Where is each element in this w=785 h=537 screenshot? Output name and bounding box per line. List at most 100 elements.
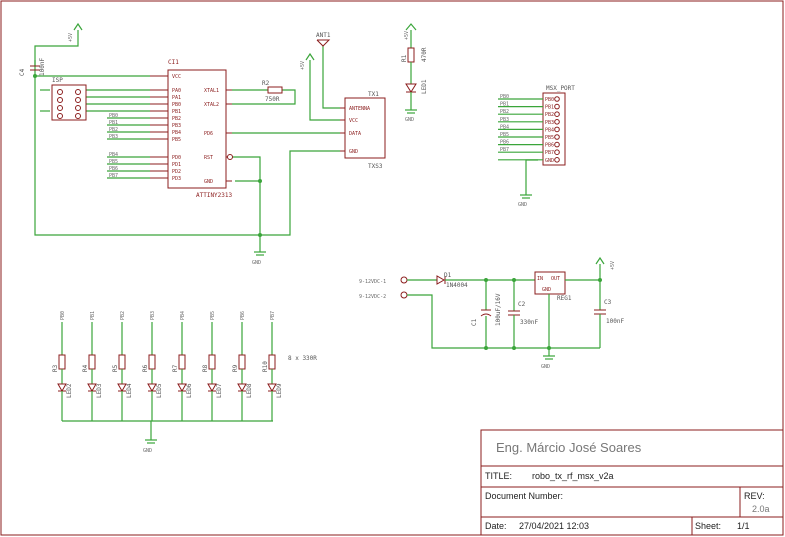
ic1-pin-label: PB3	[172, 123, 181, 129]
input-terminal-2	[400, 291, 408, 299]
gnd-symbol-leds: GND	[62, 420, 273, 454]
msx-net-label: PB2	[500, 109, 509, 115]
ic-attiny2313: CI1 ATTINY2313 VCCPA0PA1PB0PB1PB2PB3PB4P…	[150, 59, 233, 199]
led-net-label: PB3	[150, 311, 156, 320]
led-net-label: PB0	[60, 311, 66, 320]
msx-pin-circle	[554, 126, 560, 133]
mcu-net-label: PB6	[109, 166, 118, 172]
led-resistor	[118, 354, 126, 370]
regulator-7805	[534, 271, 566, 295]
svg-text:REG1: REG1	[557, 295, 572, 302]
svg-text:C3: C3	[604, 299, 612, 306]
sheet-label: Sheet:	[695, 521, 721, 531]
antenna-ant1: ANT1	[316, 32, 331, 47]
led-icon	[57, 383, 67, 393]
mcu-net-label: PB3	[109, 134, 118, 140]
led-resistor	[88, 354, 96, 370]
ic1-pin-label: XTAL1	[204, 88, 219, 94]
led-label: LED2	[66, 383, 73, 398]
svg-text:TXS3: TXS3	[368, 163, 383, 170]
led-resistor-label: R5	[112, 364, 119, 372]
led-icon	[87, 383, 97, 393]
led-resistor	[268, 354, 276, 370]
docnum-label: Document Number:	[485, 491, 563, 501]
svg-text:C1: C1	[471, 318, 478, 326]
led-resistor-label: R9	[232, 364, 239, 372]
ic1-pin-label: RST	[204, 155, 213, 161]
tx-pin-label: DATA	[349, 131, 361, 137]
msx-pin-circle	[554, 134, 560, 140]
author-name: Eng. Márcio José Soares	[496, 440, 642, 455]
svg-text:OUT: OUT	[551, 276, 560, 282]
led-resistor-label: R3	[52, 364, 59, 372]
title-value: robo_tx_rf_msx_v2a	[532, 471, 614, 481]
msx-pin-circle	[554, 103, 560, 110]
mcu-net-label: PB4	[109, 152, 118, 158]
led-resistor	[178, 354, 186, 370]
svg-text:750R: 750R	[265, 96, 280, 103]
msx-pin-circle	[554, 119, 560, 125]
gnd-symbol-mcu: GND	[252, 251, 266, 266]
led-resistor-label: R10	[262, 361, 269, 372]
led-net-label: PB1	[90, 311, 96, 320]
ic1-pin-label: PA1	[172, 95, 181, 101]
mcu-net-label: PB2	[109, 127, 118, 133]
svg-text:GND: GND	[405, 117, 414, 123]
svg-text:+5V: +5V	[610, 261, 616, 270]
date-label: Date:	[485, 521, 507, 531]
led-resistor-label: R8	[202, 364, 209, 372]
msx-pin-label: PB1	[545, 105, 554, 111]
led-resistor-label: R6	[142, 364, 149, 372]
led-icon	[267, 383, 277, 393]
date-value: 27/04/2021 12:03	[519, 521, 589, 531]
led-icon	[147, 383, 157, 393]
led-net-label: PB7	[270, 311, 276, 320]
msx-pin-label: PB4	[545, 127, 554, 133]
svg-text:GND: GND	[252, 260, 261, 266]
svg-text:IN: IN	[537, 276, 543, 282]
msx-pin-circle	[554, 157, 560, 163]
led-label: LED6	[186, 383, 193, 398]
svg-text:+5V: +5V	[404, 31, 410, 40]
ic1-pin-label: PB5	[172, 137, 181, 143]
ic1-pin-label: XTAL2	[204, 102, 219, 108]
msx-net-label: PB7	[500, 147, 509, 153]
rst-inversion-bubble	[227, 154, 233, 160]
title-block: Eng. Márcio José Soares TITLE: robo_tx_r…	[480, 429, 784, 536]
rev-label: REV:	[744, 491, 765, 501]
svg-text:GND: GND	[143, 448, 152, 454]
led-label: LED8	[246, 383, 253, 398]
ic1-pin-label: PA0	[172, 88, 181, 94]
led-net-label: PB5	[210, 311, 216, 320]
svg-text:MSX_PORT: MSX_PORT	[546, 85, 575, 92]
mcu-net-label: PB0	[109, 113, 118, 119]
svg-text:9-12VDC-2: 9-12VDC-2	[359, 294, 386, 300]
led-label: LED5	[156, 383, 163, 398]
msx-pin-circle	[554, 141, 560, 148]
svg-text:100nF: 100nF	[39, 58, 46, 76]
svg-text:TX1: TX1	[368, 91, 379, 98]
led-resistor-label: R4	[82, 364, 89, 372]
msx-net-label: PB0	[500, 94, 509, 100]
svg-text:GND: GND	[542, 287, 551, 293]
svg-text:R2: R2	[262, 80, 270, 87]
svg-text:100nF: 100nF	[606, 318, 624, 325]
msx-net-label: PB4	[500, 124, 509, 130]
resnet-label: 8 x 330R	[288, 355, 317, 362]
ic1-pin-label: PB0	[172, 102, 181, 108]
ic1-pin-label: GND	[204, 179, 213, 185]
diode-d1	[436, 275, 446, 285]
ic1-pin-label: PD0	[172, 155, 181, 161]
